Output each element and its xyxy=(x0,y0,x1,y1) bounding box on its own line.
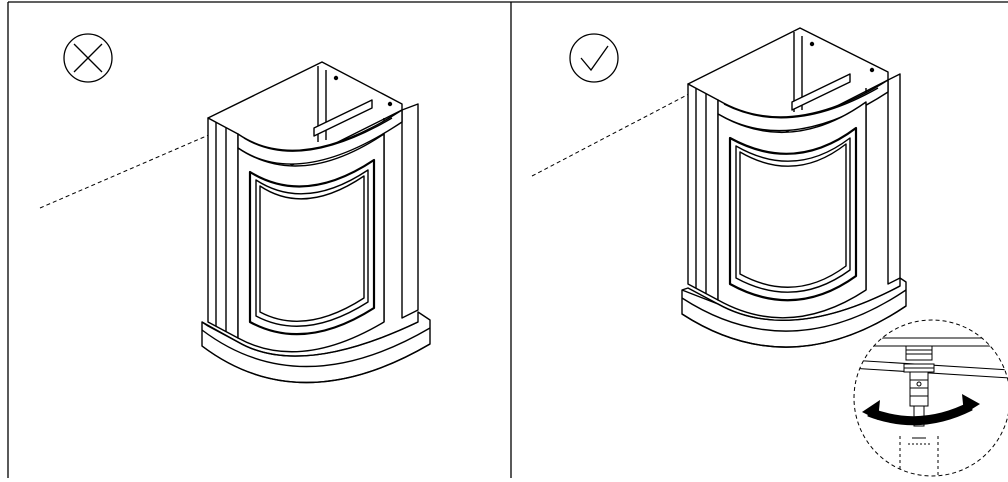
check-in-circle-icon xyxy=(569,33,619,83)
frame xyxy=(7,1,1008,478)
level-reference-line xyxy=(531,83,709,177)
cabinet-level xyxy=(681,27,907,348)
cabinet-tilted xyxy=(201,61,431,384)
cross-in-circle-icon xyxy=(63,33,113,83)
panel-incorrect xyxy=(39,33,431,384)
panel-correct xyxy=(531,27,1008,477)
adjustable-leg-icon xyxy=(853,319,1008,477)
